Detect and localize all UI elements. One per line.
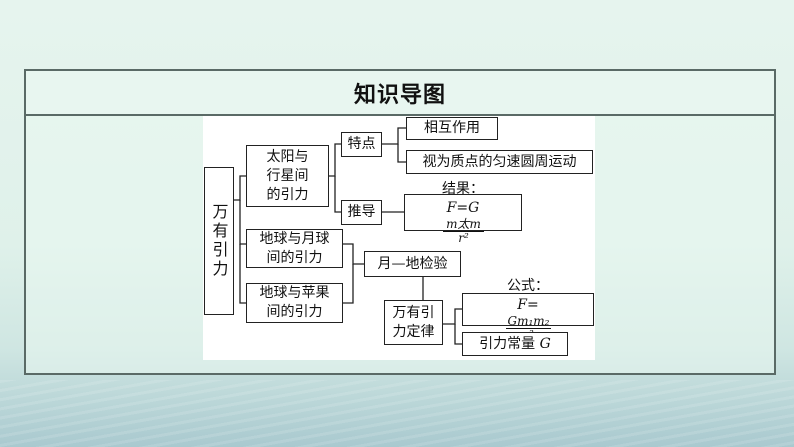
formula-lhs: F=: [517, 297, 539, 313]
connector-law-formula: [443, 308, 462, 325]
branch1-line3: 的引力: [266, 186, 309, 203]
constant-node: 引力常量 G: [462, 332, 568, 356]
connector-branch1-derive: [334, 176, 341, 213]
derive-label: 推导: [347, 204, 376, 220]
connector-root-branch1: [234, 175, 246, 201]
law-node: 万有引 力定律: [384, 300, 443, 345]
law-line1: 万有引: [392, 304, 435, 321]
feature-node: 特点: [341, 132, 382, 157]
page-title: 知识导图: [353, 82, 446, 108]
feature-item-2: 视为质点的匀速圆周运动: [422, 153, 577, 170]
derive-node: 推导: [341, 200, 382, 225]
feature-item-mutual: 相互作用: [406, 117, 498, 140]
root-label: 万有引力: [209, 203, 229, 279]
result-lhs: F=G: [446, 200, 480, 216]
branch2-line1: 地球与月球: [259, 230, 330, 247]
connector-branch3-test: [343, 264, 354, 304]
knowledge-map: 万有引力 太阳与 行星间 的引力 特点 相互作用 视为质点的匀速圆周运动 推导 …: [203, 116, 595, 360]
formula-prefix: 公式：: [507, 278, 549, 294]
branch3-line1: 地球与苹果: [259, 285, 330, 301]
connector-feature-item1: [382, 127, 406, 145]
formula-expression: 公式： F= Gm₁m₂ r²: [505, 277, 552, 342]
result-node: 结果： F=G m太m r²: [404, 181, 522, 245]
law-line2: 力定律: [392, 323, 435, 340]
branch3-line2: 间的引力: [266, 304, 323, 320]
constant-symbol: G: [539, 335, 551, 352]
branch-earth-moon: 地球与月球 间的引力: [246, 229, 343, 268]
connector-law-constant: [454, 324, 462, 345]
branch1-line2: 行星间: [266, 167, 309, 184]
feature-item-motion: 视为质点的匀速圆周运动: [406, 150, 593, 174]
root-node: 万有引力: [204, 167, 234, 315]
feature-label: 特点: [347, 136, 376, 152]
branch-sun-planet: 太阳与 行星间 的引力: [246, 145, 329, 207]
background-texture: [0, 380, 794, 447]
title-bar: 知识导图: [26, 71, 774, 116]
formula-numerator: Gm₁m₂: [505, 314, 552, 329]
connector-lines: [234, 127, 462, 345]
connector-feature-item2: [397, 144, 406, 163]
moon-earth-test-node: 月—地检验: [364, 251, 461, 277]
result-fraction: m太m r²: [443, 218, 484, 245]
result-numerator: m太m: [443, 218, 484, 232]
branch-earth-apple: 地球与苹果 间的引力: [246, 283, 343, 323]
branch1-line1: 太阳与: [266, 148, 309, 165]
feature-item-1: 相互作用: [424, 120, 480, 136]
formula-node: 公式： F= Gm₁m₂ r²: [462, 278, 594, 342]
result-formula: 结果： F=G m太m r²: [442, 180, 484, 245]
connector-branch2-test: [343, 243, 364, 265]
branch2-line2: 间的引力: [266, 249, 323, 266]
connector-root-branch3: [239, 244, 246, 304]
moon-earth-test-label: 月—地检验: [377, 255, 448, 272]
connector-branch1-feature: [329, 143, 341, 177]
result-denominator: r²: [458, 231, 469, 245]
constant-text: 引力常量: [479, 335, 540, 352]
result-prefix: 结果：: [442, 181, 484, 197]
